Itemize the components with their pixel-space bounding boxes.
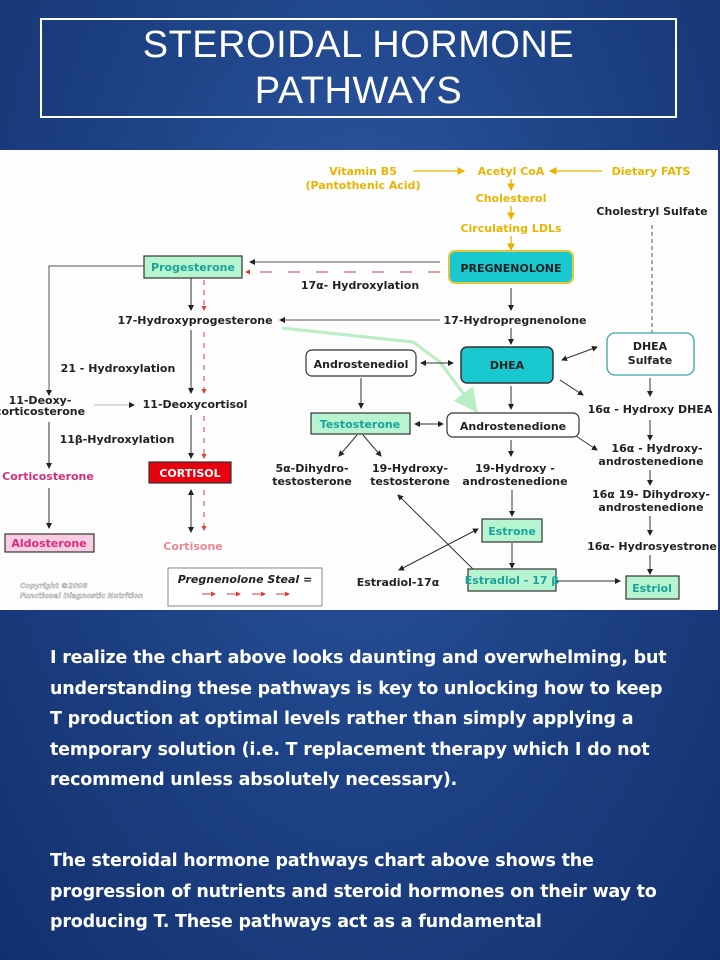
estriol-box [625,575,680,600]
acetyl-coa-label: Acetyl CoA [478,165,545,178]
precursor-inputs: Vitamin B5 (Pantothenic Acid) Acetyl CoA… [305,165,708,341]
estradiol17a-estrone-arrow [398,528,479,571]
paragraph-explanation: The steroidal hormone pathways chart abo… [50,851,657,932]
cortisone-label: Cortisone [163,540,222,553]
cholestryl-sulfate-label: Cholestryl Sulfate [596,205,707,218]
estradiol-17b-box [467,568,557,592]
estrone-box [481,518,543,543]
hydroxylation-21-label: 21 - Hydroxylation [61,362,176,375]
vitamin-b5-label: Vitamin B5 [329,165,397,178]
19-hydroxyandrostenedione-label-2: androstenedione [462,475,567,488]
pantothenic-acid-label: (Pantothenic Acid) [305,179,420,192]
dietary-fats-label: Dietary FATS [612,165,691,178]
dhea-label: DHEA [490,359,525,372]
dhea-box [460,346,554,384]
progesterone-box [143,255,243,279]
cortisol-box [148,461,232,484]
corticosterone-label: Corticosterone [2,470,94,483]
aldosterone-box [4,533,95,553]
legend-box [167,567,323,607]
hydroxylation-11b-label: 11β-Hydroxylation [60,433,175,446]
pregnenolone-box [448,250,574,284]
19oh-t-estradiol-arrow [397,494,479,575]
title-box: STEROIDAL HORMONE PATHWAYS [40,18,677,118]
hydroxylation-17a-label: 17α- Hydroxylation [301,279,419,292]
androstenediol-label: Androstenediol [314,358,409,371]
dhea-dhea-sulfate-arrow [561,345,598,362]
estrone-label: Estrone [488,525,536,538]
progesterone-to-deoxycorticosterone-line [46,265,144,396]
copyright-line-2: Functional Diagnostic Nutrition [20,592,143,600]
cortisol-label: CORTISOL [159,467,220,480]
testosterone-box [310,412,411,435]
aldosterone-label: Aldosterone [11,537,86,550]
dht-label-2: testosterone [272,475,352,488]
16a-hydroxy-androstenedione-label-2: androstenedione [598,455,703,468]
pregnenolone-label: PREGNENOLONE [460,262,561,275]
19-hydroxytestosterone-label-1: 19-Hydroxy- [372,462,448,475]
dhea-sulfate-label-2: Sulfate [628,354,672,367]
progesterone-label: Progesterone [151,261,235,274]
estriol-label: Estriol [632,582,672,595]
androstenediol-box [305,349,417,377]
17-hydroxyprogesterone-label: 17-Hydroxyprogesterone [117,314,272,327]
androstenedione-to-16a-hydroxy-arrow [575,435,598,451]
estradiol-17a-label: Estradiol-17α [357,576,440,589]
dhea-sulfate-box [606,332,695,376]
diagram-svg: Vitamin B5 (Pantothenic Acid) Acetyl CoA… [0,165,717,607]
16a-hydrosyestrone-label: 16α- Hydrosyestrone [587,540,717,553]
legend-label: Pregnenolone Steal = [178,573,313,586]
16a-hydroxy-dhea-label: 16α - Hydroxy DHEA [588,403,713,416]
circulating-ldls-label: Circulating LDLs [460,222,562,235]
androstenedione-label: Androstenedione [460,420,566,433]
dhea-sulfate-label-1: DHEA [633,340,668,353]
16a-hydroxy-androstenedione-label-1: 16α - Hydroxy- [611,442,702,455]
17-hydropregnenolone-label: 17-Hydropregnenolone [443,314,586,327]
paragraph-intro: I realize the chart above looks daunting… [50,648,667,790]
testosterone-to-19oh-t-arrow [362,434,382,457]
estradiol-17b-label: Estradiol - 17 β [465,574,560,587]
cholesterol-label: Cholesterol [476,192,547,205]
17ohp-to-androstenedione-arrow [281,326,478,413]
11-deoxycortisol-label: 11-Deoxycortisol [143,398,248,411]
deoxycorticosterone-label-1: 11-Deoxy- [9,394,72,407]
deoxycorticosterone-label-2: corticosterone [0,405,85,418]
19-hydroxytestosterone-label-2: testosterone [370,475,450,488]
testosterone-label: Testosterone [320,418,400,431]
steroid-pathway-diagram: Vitamin B5 (Pantothenic Acid) Acetyl CoA… [0,150,718,610]
dht-label-1: 5α-Dihydro- [275,462,348,475]
16a19-dihydroxy-label-2: androstenedione [598,501,703,514]
16a19-dihydroxy-label-1: 16α 19- Dihydroxy- [592,488,710,501]
page-title-line-2: PATHWAYS [254,70,463,112]
copyright-line-1: Copyright ©2008 [20,582,88,590]
dhea-to-16a-hydroxy-dhea-arrow [559,379,584,396]
androstenedione-box [446,412,580,438]
page-title-line-1: STEROIDAL HORMONE [142,24,575,66]
testosterone-to-dht-arrow [338,434,358,457]
19-hydroxyandrostenedione-label-1: 19-Hydroxy - [475,462,555,475]
